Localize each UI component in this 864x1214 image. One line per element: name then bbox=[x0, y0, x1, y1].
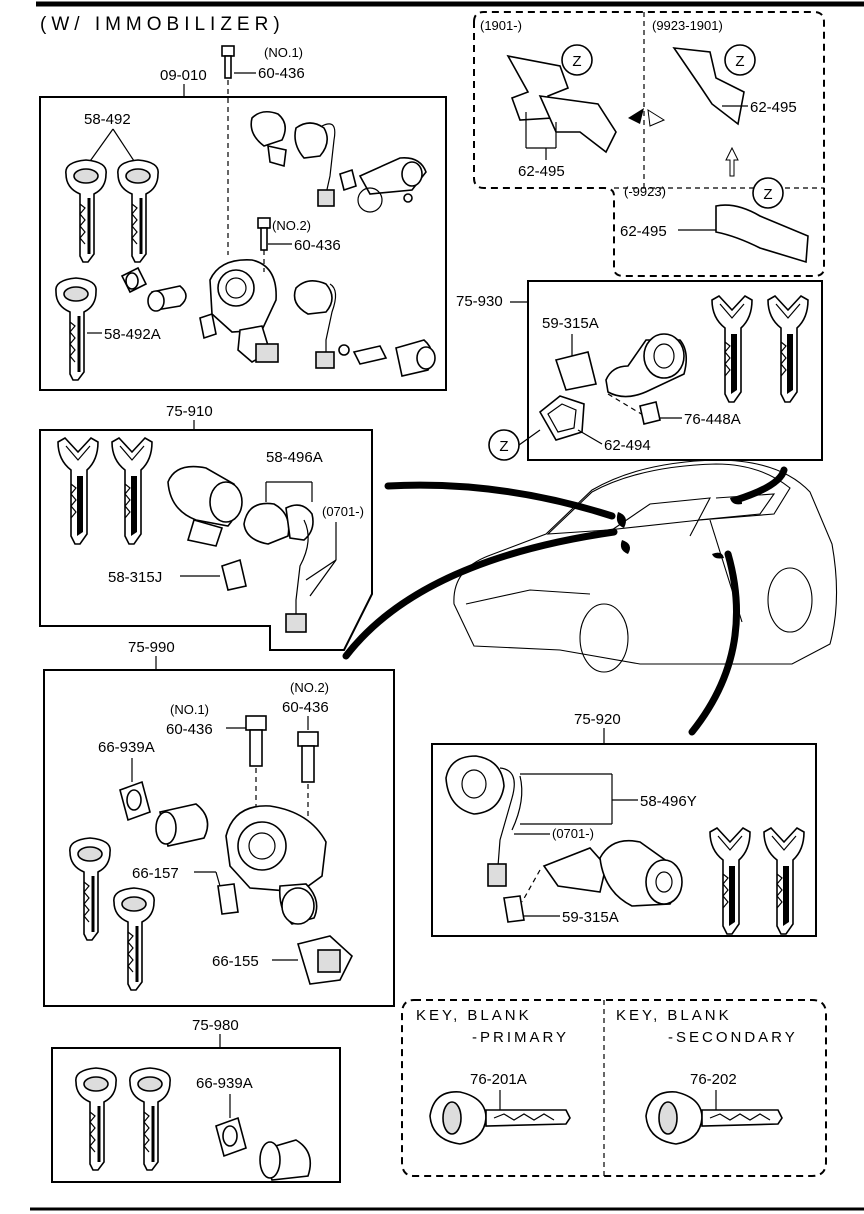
group-75-990: 75-990 (NO.1) 60-436 (NO.2) 60-436 66-93… bbox=[43, 639, 395, 1007]
group-75-920: 75-920 58-496Y (0701-) 59-315A bbox=[431, 711, 817, 937]
group-75-980: 75-980 66-939A bbox=[51, 1017, 341, 1183]
key-75-980-1 bbox=[74, 1066, 118, 1172]
label-no1-b: (NO.1) bbox=[170, 702, 209, 717]
diagram-title: (W/ IMMOBILIZER) bbox=[40, 14, 285, 35]
key-75-930-1 bbox=[711, 295, 753, 403]
label-60-436-d: 60-436 bbox=[282, 699, 329, 716]
key-75-990-1 bbox=[68, 836, 112, 942]
key-blank-secondary bbox=[645, 1091, 783, 1145]
label-59-315A-a: 59-315A bbox=[542, 315, 599, 332]
label-66-157: 66-157 bbox=[132, 865, 179, 882]
key-75-910-2 bbox=[111, 437, 153, 545]
label-58-496Y: 58-496Y bbox=[640, 793, 697, 810]
label-9923: (-9923) bbox=[624, 184, 666, 199]
label-75-930: 75-930 bbox=[456, 293, 503, 310]
label-75-980: 75-980 bbox=[192, 1017, 239, 1034]
z-marker-2: Z bbox=[735, 53, 744, 70]
label-62-495-a: 62-495 bbox=[518, 163, 565, 180]
label-75-990: 75-990 bbox=[128, 639, 175, 656]
label-9923-1901: (9923-1901) bbox=[652, 18, 723, 33]
label-58-315J: 58-315J bbox=[108, 569, 162, 586]
key-blank-primary-title: KEY, BLANK bbox=[416, 1007, 532, 1024]
label-no1-a: (NO.1) bbox=[264, 45, 303, 60]
vehicle-outline bbox=[453, 459, 838, 673]
group-75-910: 75-910 58-315J 58-496A (0701-) bbox=[39, 403, 373, 651]
steering-lock-assembly-a bbox=[209, 259, 279, 363]
key-blank-primary-part: 76-201A bbox=[470, 1071, 527, 1088]
z-marker-1: Z bbox=[572, 53, 581, 70]
key-58-492A bbox=[54, 276, 98, 382]
key-blank-primary bbox=[429, 1091, 571, 1145]
z-marker-4: Z bbox=[499, 438, 508, 455]
group-09-010: 09-010 (NO.1) 60-436 58-492 58-492A (NO.… bbox=[39, 45, 447, 391]
label-no2-b: (NO.2) bbox=[290, 680, 329, 695]
label-09-010: 09-010 bbox=[160, 67, 207, 84]
label-66-155: 66-155 bbox=[212, 953, 259, 970]
label-75-920: 75-920 bbox=[574, 711, 621, 728]
key-58-492-1 bbox=[64, 158, 108, 264]
label-58-492A: 58-492A bbox=[104, 326, 161, 343]
label-75-910: 75-910 bbox=[166, 403, 213, 420]
key-blank-secondary-title: KEY, BLANK bbox=[616, 1007, 732, 1024]
label-60-436-b: 60-436 bbox=[294, 237, 341, 254]
key-blank-secondary-part: 76-202 bbox=[690, 1071, 737, 1088]
label-62-495-c: 62-495 bbox=[620, 223, 667, 240]
steering-lock-assembly-b bbox=[225, 805, 327, 925]
label-1901: (1901-) bbox=[480, 18, 522, 33]
label-60-436-c: 60-436 bbox=[166, 721, 213, 738]
key-75-990-2 bbox=[112, 886, 156, 992]
key-75-920-1 bbox=[709, 827, 751, 935]
label-60-436-a: 60-436 bbox=[258, 65, 305, 82]
key-blank-secondary-sub: -SECONDARY bbox=[668, 1029, 798, 1046]
label-58-492: 58-492 bbox=[84, 111, 131, 128]
key-75-980-2 bbox=[128, 1066, 172, 1172]
label-59-315A-b: 59-315A bbox=[562, 909, 619, 926]
label-66-939A-b: 66-939A bbox=[196, 1075, 253, 1092]
label-66-939A-a: 66-939A bbox=[98, 739, 155, 756]
label-0701-b: (0701-) bbox=[552, 826, 594, 841]
label-58-496A: 58-496A bbox=[266, 449, 323, 466]
key-blank-primary-sub: -PRIMARY bbox=[472, 1029, 569, 1046]
group-62-495: (1901-) (9923-1901) Z Z 62-495 62-495 (-… bbox=[473, 11, 825, 277]
label-no2-a: (NO.2) bbox=[272, 218, 311, 233]
label-62-495-b: 62-495 bbox=[750, 99, 797, 116]
key-75-930-2 bbox=[767, 295, 809, 403]
key-58-492-2 bbox=[116, 158, 160, 264]
label-76-448A: 76-448A bbox=[684, 411, 741, 428]
key-75-920-2 bbox=[763, 827, 805, 935]
z-marker-3: Z bbox=[763, 186, 772, 203]
group-75-930: 75-930 59-315A 76-448A 62-494 Z bbox=[456, 280, 823, 461]
label-0701-a: (0701-) bbox=[322, 504, 364, 519]
group-key-blank: KEY, BLANK -PRIMARY KEY, BLANK -SECONDAR… bbox=[401, 999, 827, 1177]
label-62-494: 62-494 bbox=[604, 437, 651, 454]
key-75-910-1 bbox=[57, 437, 99, 545]
